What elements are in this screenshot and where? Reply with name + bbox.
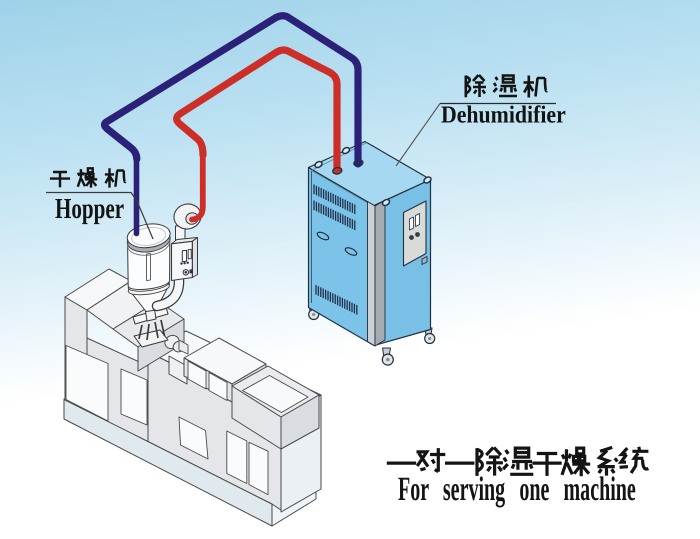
svg-text:For serving one machine: For serving one machine (398, 471, 636, 508)
svg-text:Dehumidifier: Dehumidifier (441, 102, 566, 129)
svg-text:Hopper: Hopper (55, 193, 124, 225)
